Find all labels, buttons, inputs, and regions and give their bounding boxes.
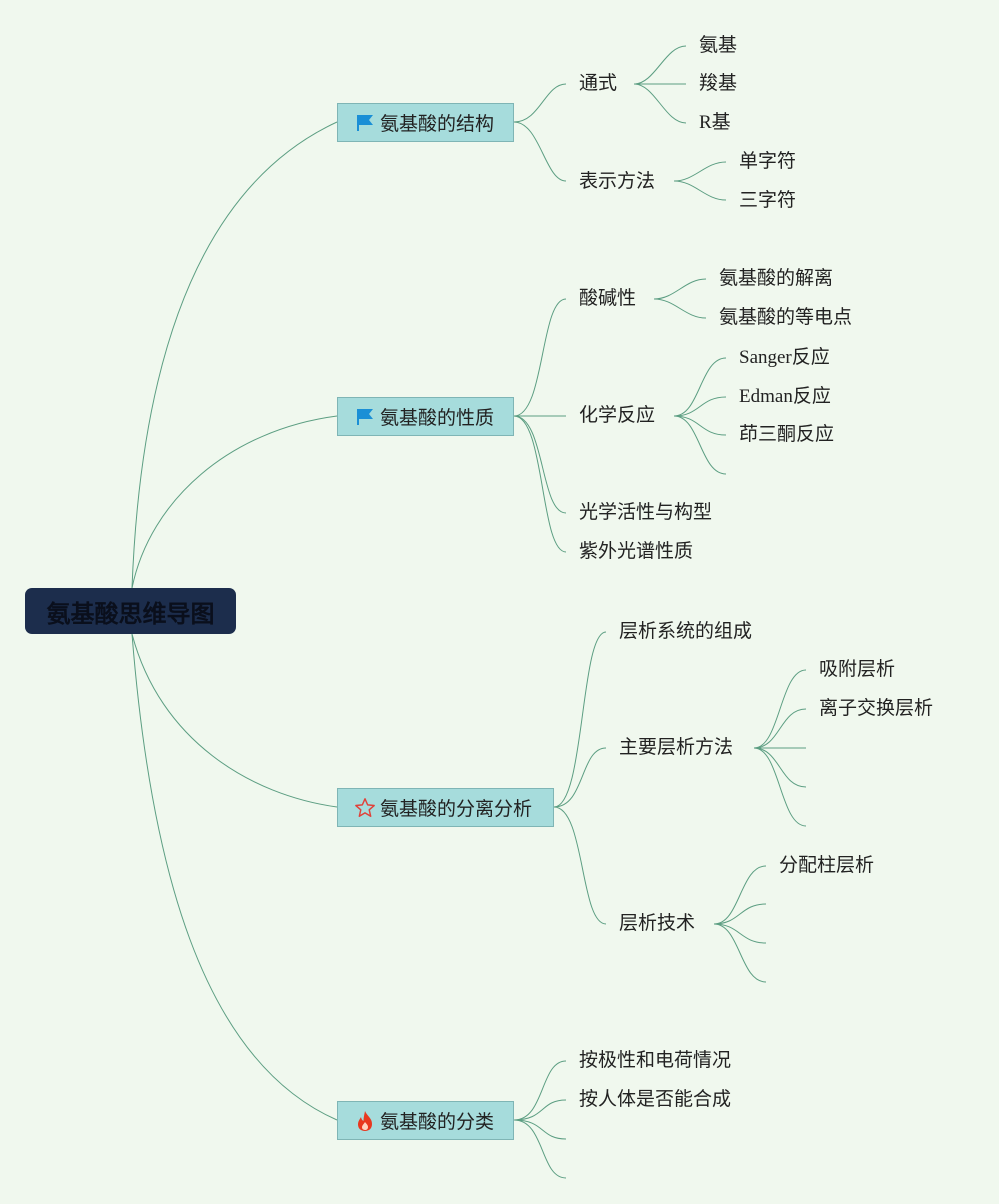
connector-root-structure bbox=[131, 121, 338, 589]
topic-classification-label: 氨基酸的分类 bbox=[380, 1112, 495, 1133]
connector-root-classification bbox=[131, 633, 338, 1121]
leaf-isoelectric-point[interactable]: 氨基酸的等电点 bbox=[719, 307, 853, 328]
topic-separation-label: 氨基酸的分离分析 bbox=[380, 799, 533, 820]
root-node[interactable]: 氨基酸思维导图 bbox=[25, 588, 236, 634]
connector-structure-notation bbox=[513, 121, 567, 182]
leaf-carboxyl-group[interactable]: 羧基 bbox=[699, 73, 738, 94]
leaf-amino-group[interactable]: 氨基 bbox=[699, 35, 738, 56]
topic-separation[interactable]: 氨基酸的分离分析 bbox=[337, 788, 554, 827]
subtopic-by-synthesis[interactable]: 按人体是否能合成 bbox=[579, 1089, 732, 1110]
leaf-sanger[interactable]: Sanger反应 bbox=[739, 347, 830, 368]
leaf-partition-column[interactable]: 分配柱层析 bbox=[779, 855, 875, 876]
leaf-edman[interactable]: Edman反应 bbox=[739, 386, 831, 407]
subtopic-chromatography-system[interactable]: 层析系统的组成 bbox=[619, 621, 753, 642]
subtopic-acid-base[interactable]: 酸碱性 bbox=[579, 288, 637, 309]
connector-root-properties bbox=[131, 415, 338, 589]
topic-classification[interactable]: 氨基酸的分类 bbox=[337, 1101, 514, 1140]
topic-structure[interactable]: 氨基酸的结构 bbox=[337, 103, 514, 142]
topic-structure-label: 氨基酸的结构 bbox=[380, 114, 495, 135]
subtopic-chemical-reactions[interactable]: 化学反应 bbox=[579, 405, 656, 426]
subtopic-notation[interactable]: 表示方法 bbox=[579, 171, 656, 192]
subtopic-by-polarity[interactable]: 按极性和电荷情况 bbox=[579, 1050, 732, 1071]
blue-flag-icon bbox=[354, 406, 376, 428]
leaf-r-group[interactable]: R基 bbox=[699, 112, 731, 133]
subtopic-optical-activity[interactable]: 光学活性与构型 bbox=[579, 502, 713, 523]
topic-properties[interactable]: 氨基酸的性质 bbox=[337, 397, 514, 436]
blue-flag-icon bbox=[354, 112, 376, 134]
leaf-adsorption[interactable]: 吸附层析 bbox=[819, 659, 896, 680]
connector-root-separation bbox=[131, 633, 338, 808]
leaf-ion-exchange[interactable]: 离子交换层析 bbox=[819, 698, 934, 719]
subtopic-techniques[interactable]: 层析技术 bbox=[619, 913, 696, 934]
leaf-one-letter[interactable]: 单字符 bbox=[739, 151, 797, 172]
leaf-dissociation[interactable]: 氨基酸的解离 bbox=[719, 268, 834, 289]
subtopic-main-methods[interactable]: 主要层析方法 bbox=[619, 737, 734, 758]
topic-properties-label: 氨基酸的性质 bbox=[380, 408, 495, 429]
red-star-outline-icon bbox=[354, 797, 376, 819]
subtopic-uv-spectrum[interactable]: 紫外光谱性质 bbox=[579, 541, 694, 562]
subtopic-general-formula[interactable]: 通式 bbox=[579, 73, 618, 94]
leaf-ninhydrin[interactable]: 茚三酮反应 bbox=[739, 424, 835, 445]
connector-structure-formula bbox=[513, 83, 567, 123]
fire-icon bbox=[354, 1110, 376, 1132]
leaf-three-letter[interactable]: 三字符 bbox=[739, 190, 797, 211]
root-label: 氨基酸思维导图 bbox=[46, 599, 215, 628]
